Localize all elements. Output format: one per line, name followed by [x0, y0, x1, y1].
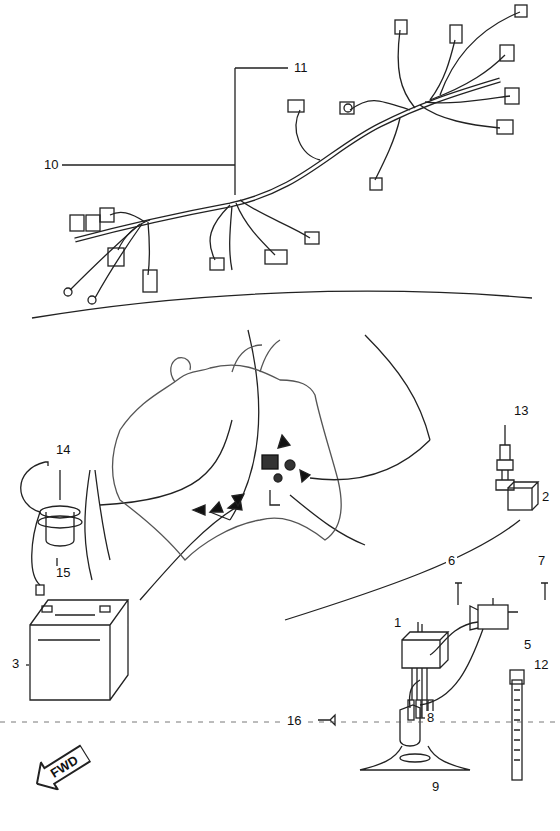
callout-number: 11	[292, 61, 310, 75]
callout-number: 2	[540, 490, 551, 504]
direction-arrow: FWD	[28, 739, 95, 798]
callout-number: 13	[512, 404, 530, 418]
callout-number: 8	[425, 711, 436, 725]
callout-number: 16	[285, 714, 303, 728]
callout-number: 6	[446, 554, 457, 568]
callout-number: 3	[10, 657, 21, 671]
callout-number: 5	[522, 638, 533, 652]
callout-number: 7	[536, 554, 547, 568]
callout-number: 10	[42, 158, 60, 172]
callout-number: 14	[54, 443, 72, 457]
callout-number: 1	[392, 616, 403, 630]
callout-number: 15	[54, 566, 72, 580]
callout-number: 12	[532, 658, 550, 672]
callout-number: 9	[430, 780, 441, 794]
